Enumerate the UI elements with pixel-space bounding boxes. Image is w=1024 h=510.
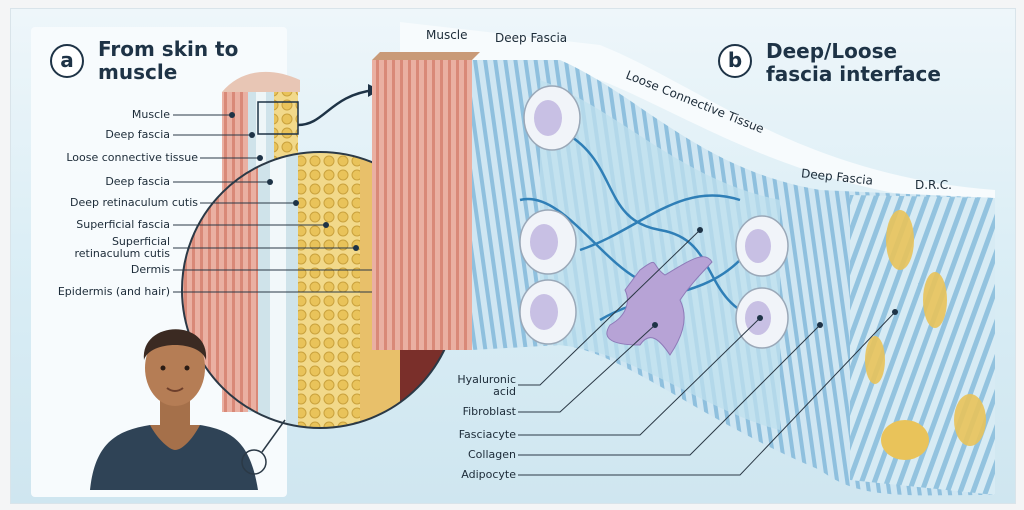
panel-b-block <box>372 22 995 496</box>
label-hyaluronic-line1: Hyaluronic <box>457 373 516 386</box>
magnify-marker <box>241 449 267 475</box>
label-deep-fascia-2: Deep fascia <box>105 175 170 188</box>
label-hyaluronic-acid: Hyaluronic acid <box>457 374 516 398</box>
adipocyte-cell <box>881 420 929 460</box>
fibroblast-cell <box>606 256 713 356</box>
hyaluronic-fibers <box>519 128 761 322</box>
panel-b-leaders <box>518 229 896 476</box>
panel-b-title-line2: fascia interface <box>766 62 941 86</box>
label-loose-connective-tissue: Loose connective tissue <box>66 151 198 164</box>
panel-a-title: From skin to muscle <box>98 38 238 84</box>
label-superficial-retinaculum-cutis: Superficial retinaculum cutis <box>74 236 170 260</box>
magnify-connector <box>261 419 286 453</box>
muscle-block <box>372 60 472 350</box>
selection-box <box>257 101 299 135</box>
label-adipocyte: Adipocyte <box>461 468 516 481</box>
label-retinaculum-line2: retinaculum cutis <box>74 247 170 260</box>
label-deep-fascia: Deep fascia <box>105 128 170 141</box>
person-figure <box>90 329 258 490</box>
panel-a-badge: a <box>50 44 84 78</box>
label-superficial-line1: Superficial <box>111 235 170 248</box>
top-label-muscle: Muscle <box>426 28 468 42</box>
panel-b-leader-dots <box>652 227 898 328</box>
panel-b-title-line1: Deep/Loose <box>766 39 898 63</box>
label-fibroblast: Fibroblast <box>462 405 516 418</box>
panel-a-leaders <box>173 114 425 293</box>
top-label-drc: D.R.C. <box>915 178 952 192</box>
label-dermis: Dermis <box>130 263 170 276</box>
label-epidermis: Epidermis (and hair) <box>57 285 170 298</box>
label-superficial-fascia: Superficial fascia <box>76 218 170 231</box>
panel-b-badge: b <box>718 44 752 78</box>
panel-a-title-line1: From skin to <box>98 37 239 61</box>
panel-b-title: Deep/Loose fascia interface <box>766 40 941 86</box>
zoom-arrow <box>297 88 376 127</box>
top-label-deep-fascia: Deep Fascia <box>495 31 568 45</box>
label-collagen: Collagen <box>468 448 516 461</box>
label-deep-retinaculum-cutis: Deep retinaculum cutis <box>70 196 198 209</box>
slab-top <box>222 71 300 92</box>
label-acid-line2: acid <box>493 385 516 398</box>
label-fasciacyte: Fasciacyte <box>458 428 516 441</box>
panel-a-title-line2: muscle <box>98 60 178 84</box>
label-muscle: Muscle <box>131 108 170 121</box>
